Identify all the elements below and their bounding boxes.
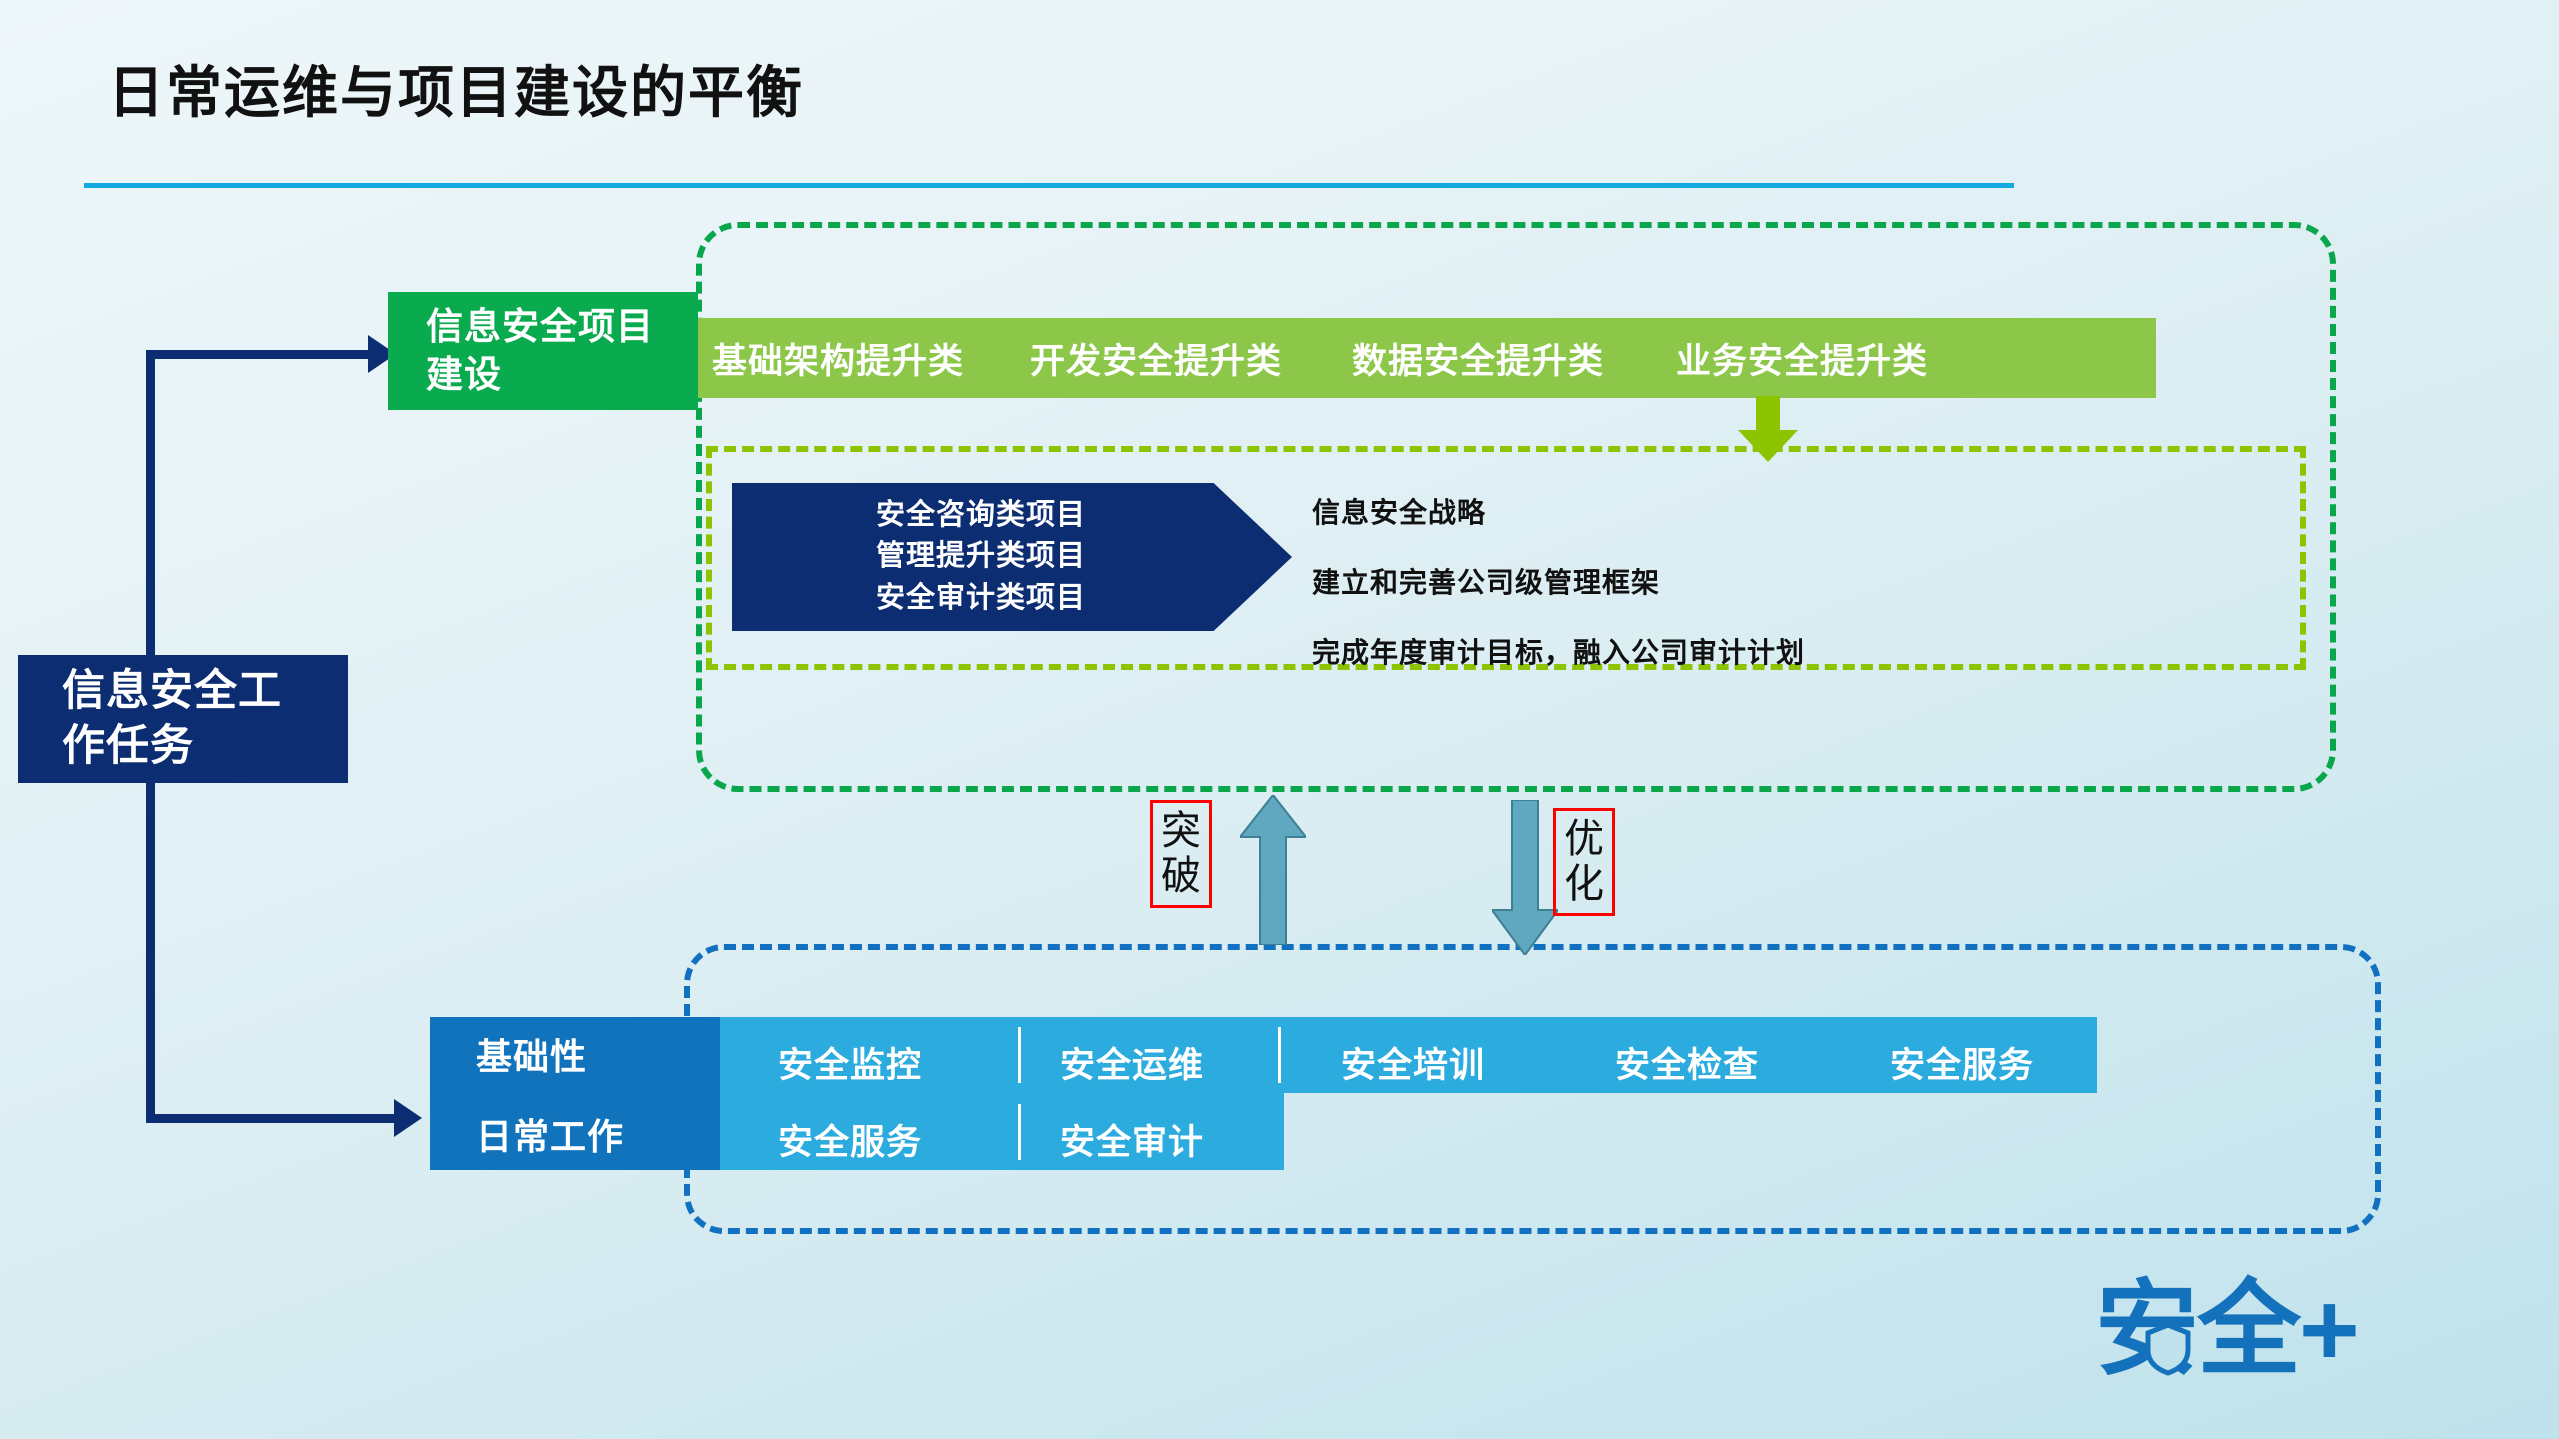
ops-separator-3 [1018,1104,1021,1160]
optimize-label: 优化 [1553,808,1615,916]
project-description-2: 建立和完善公司级管理框架 [1312,567,1661,598]
project-type-chevron: 安全咨询类项目 管理提升类项目 安全审计类项目 [732,483,1292,631]
ops-item-service-2: 安全服务 [778,1123,923,1162]
work-task-box: 信息安全工 作任务 [18,655,348,783]
ops-item-operations: 安全运维 [1060,1046,1205,1085]
daily-items-bar-top [720,1017,2097,1093]
down-arrow-icon [1492,800,1558,955]
project-construction-line-2: 建设 [426,354,502,395]
project-construction-line-1: 信息安全项目 [426,305,654,347]
brand-logo-text: 安全+ [2095,1272,2360,1388]
project-category-2: 开发安全提升类 [1030,341,1283,381]
title-underline [84,183,2014,188]
up-arrow-icon [1240,795,1306,945]
shield-icon [2145,1322,2191,1376]
brand-logo: 安全+ [2095,1278,2395,1408]
project-description-3: 完成年度审计目标，融入公司审计计划 [1312,637,1806,668]
ops-item-service: 安全服务 [1890,1046,2035,1085]
ops-item-monitoring: 安全监控 [778,1046,923,1085]
page-title: 日常运维与项目建设的平衡 [108,61,804,124]
connector-bottom-horizontal [146,1114,394,1123]
project-region-outline [696,222,2336,792]
project-category-1: 基础架构提升类 [712,341,965,381]
project-construction-box: 信息安全项目 建设 [388,292,698,410]
project-category-4: 业务安全提升类 [1676,341,1929,381]
project-description-list: 信息安全战略 建立和完善公司级管理框架 完成年度审计目标，融入公司审计计划 [1312,491,1805,701]
ops-separator-1 [1018,1027,1021,1083]
ops-item-training: 安全培训 [1341,1046,1486,1085]
green-down-arrow-icon [1738,396,1798,462]
connector-bottom-arrowhead [394,1099,422,1137]
project-category-bar: 基础架构提升类 开发安全提升类 数据安全提升类 业务安全提升类 [698,318,2156,398]
project-construction-text: 信息安全项目 建设 [388,303,654,399]
work-task-text: 信息安全工 作任务 [18,664,282,774]
project-description-1: 信息安全战略 [1312,497,1487,528]
consulting-region-outline [706,446,2306,670]
work-task-line-1: 信息安全工 [62,666,282,715]
ops-separator-2 [1278,1027,1281,1083]
daily-work-line-2: 日常工作 [476,1115,625,1157]
work-task-line-2: 作任务 [62,722,194,770]
daily-items-bar-bottom [720,1093,1284,1170]
project-type-line-3: 安全审计类项目 [875,581,1086,614]
project-category-3: 数据安全提升类 [1352,341,1605,381]
ops-item-audit: 安全审计 [1060,1123,1205,1162]
project-type-line-1: 安全咨询类项目 [875,499,1086,532]
ops-item-inspection: 安全检查 [1615,1046,1760,1085]
connector-top-horizontal [146,350,368,359]
project-type-line-2: 管理提升类项目 [875,540,1086,573]
breakthrough-label: 突破 [1150,800,1212,908]
daily-work-line-1: 基础性 [476,1035,588,1077]
daily-work-box: 基础性 日常工作 [430,1017,720,1170]
